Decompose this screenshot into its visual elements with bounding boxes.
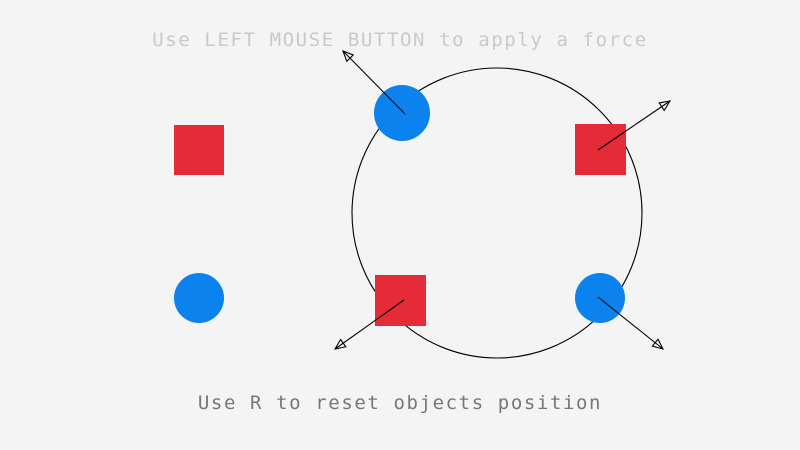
boundary-circle xyxy=(351,67,643,359)
square-bottom-middle[interactable] xyxy=(375,275,426,326)
square-top-right[interactable] xyxy=(575,124,626,175)
bodies-layer xyxy=(174,85,626,326)
force-arrow-circle-top-middle xyxy=(342,50,406,115)
force-arrow-circle-bottom-right xyxy=(597,296,665,350)
hint-text-left-mouse-button: Use LEFT MOUSE BUTTON to apply a force xyxy=(152,29,648,51)
force-arrow-square-top-right xyxy=(597,100,672,151)
force-arrows-layer xyxy=(333,50,672,350)
circle-bottom-left[interactable] xyxy=(174,273,224,323)
hint-text-reset-key: Use R to reset objects position xyxy=(197,392,603,414)
square-top-left[interactable] xyxy=(174,125,224,175)
force-arrow-square-bottom-middle xyxy=(333,299,405,350)
circle-top-middle[interactable] xyxy=(374,85,430,141)
